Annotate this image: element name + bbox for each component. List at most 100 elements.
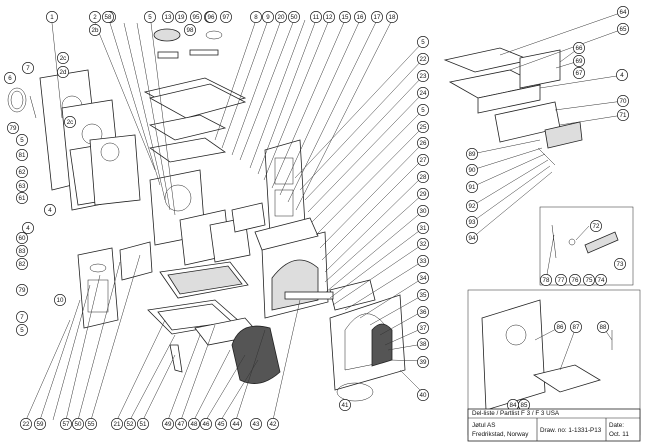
callout-number: 89 [469,151,476,158]
callout-51: 51 [137,418,149,430]
callout-bubble [230,418,242,430]
callout-bubble [175,418,187,430]
callout-55: 55 [85,418,97,430]
callout-bubble [72,418,84,430]
callout-number: 7 [26,65,30,72]
callout-bubble [16,166,28,178]
callout-bubble [323,11,335,23]
callout-bubble [466,164,478,176]
partlist-title: Del-liste / Partlist F 3 / F 3 USA [472,410,560,417]
callout-26: 26 [417,137,429,149]
callout-number: 83 [19,248,26,255]
callout-20: 20 [275,11,287,23]
part-drawings [7,28,641,436]
callout-bubble [595,274,607,286]
callout-82: 82 [16,258,28,270]
callout-bubble [20,418,32,430]
callout-40: 40 [417,389,429,401]
callout-50: 50 [288,11,300,23]
callout-79: 79 [7,122,19,134]
callout-94: 94 [466,232,478,244]
callout-number: 27 [420,157,427,164]
callout-number: 1 [50,14,54,21]
callout-36: 36 [417,306,429,318]
callout-38: 38 [417,338,429,350]
callout-bubble [89,11,101,23]
callout-bubble [417,70,429,82]
callout-number: 78 [543,277,550,284]
callout-bubble [417,289,429,301]
callout-86: 86 [554,321,566,333]
callout-number: 28 [420,174,427,181]
callout-number: 67 [576,70,583,77]
callout-43: 43 [250,418,262,430]
callout-81: 81 [16,149,28,161]
callout-number: 86 [557,324,564,331]
date-label: Date: [609,422,624,429]
callout-number: 82 [19,261,26,268]
callout-28: 28 [417,171,429,183]
callout-79: 79 [16,284,28,296]
callout-5: 5 [417,104,429,116]
callout-bubble [417,356,429,368]
callout-bubble [44,204,56,216]
callout-number: 26 [420,140,427,147]
callout-number: 91 [469,184,476,191]
callout-34: 34 [417,272,429,284]
callout-bubble [466,232,478,244]
callout-95: 95 [190,11,202,23]
callout-number: 48 [191,421,198,428]
callout-bubble [417,171,429,183]
callout-number: 72 [593,223,600,230]
callout-layer: 122b2c2d2c344455555677891011121315161718… [4,6,629,430]
callout-bubble [46,11,58,23]
callout-number: 2c [60,55,67,62]
callout-number: 16 [357,14,364,21]
callout-bubble [466,200,478,212]
callout-number: 49 [165,421,172,428]
callout-bubble [417,205,429,217]
callout-7: 7 [16,311,28,323]
callout-49: 49 [162,418,174,430]
callout-bubble [16,192,28,204]
callout-60: 60 [16,232,28,244]
callout-number: 5 [421,39,425,46]
callout-bubble [111,418,123,430]
callout-83: 83 [16,245,28,257]
callout-number: 2b [92,27,99,34]
callout-bubble [554,321,566,333]
callout-number: 84 [510,402,517,409]
callout-31: 31 [417,222,429,234]
callout-2b: 2b [89,24,101,36]
callout-number: 15 [342,14,349,21]
callout-19: 19 [175,11,187,23]
callout-bubble [200,418,212,430]
callout-bubble [590,220,602,232]
callout-number: 5 [148,14,152,21]
callout-bubble [417,87,429,99]
callout-bubble [64,116,76,128]
callout-44: 44 [230,418,242,430]
callout-87: 87 [570,321,582,333]
callout-32: 32 [417,238,429,250]
callout-number: 51 [140,421,147,428]
callout-bubble [417,306,429,318]
callout-number: 11 [313,14,320,21]
callout-4: 4 [22,222,34,234]
callout-bubble [215,418,227,430]
callout-bubble [417,137,429,149]
callout-bubble [555,274,567,286]
callout-number: 8 [254,14,258,21]
callout-number: 70 [620,98,627,105]
callout-bubble [275,11,287,23]
callout-65: 65 [617,23,629,35]
callout-bubble [175,11,187,23]
callout-48: 48 [188,418,200,430]
company-location: Fredrikstad, Norway [472,431,529,438]
callout-bubble [205,11,217,23]
callout-bubble [16,180,28,192]
callout-number: 65 [620,26,627,33]
callout-number: 64 [620,9,627,16]
callout-12: 12 [323,11,335,23]
